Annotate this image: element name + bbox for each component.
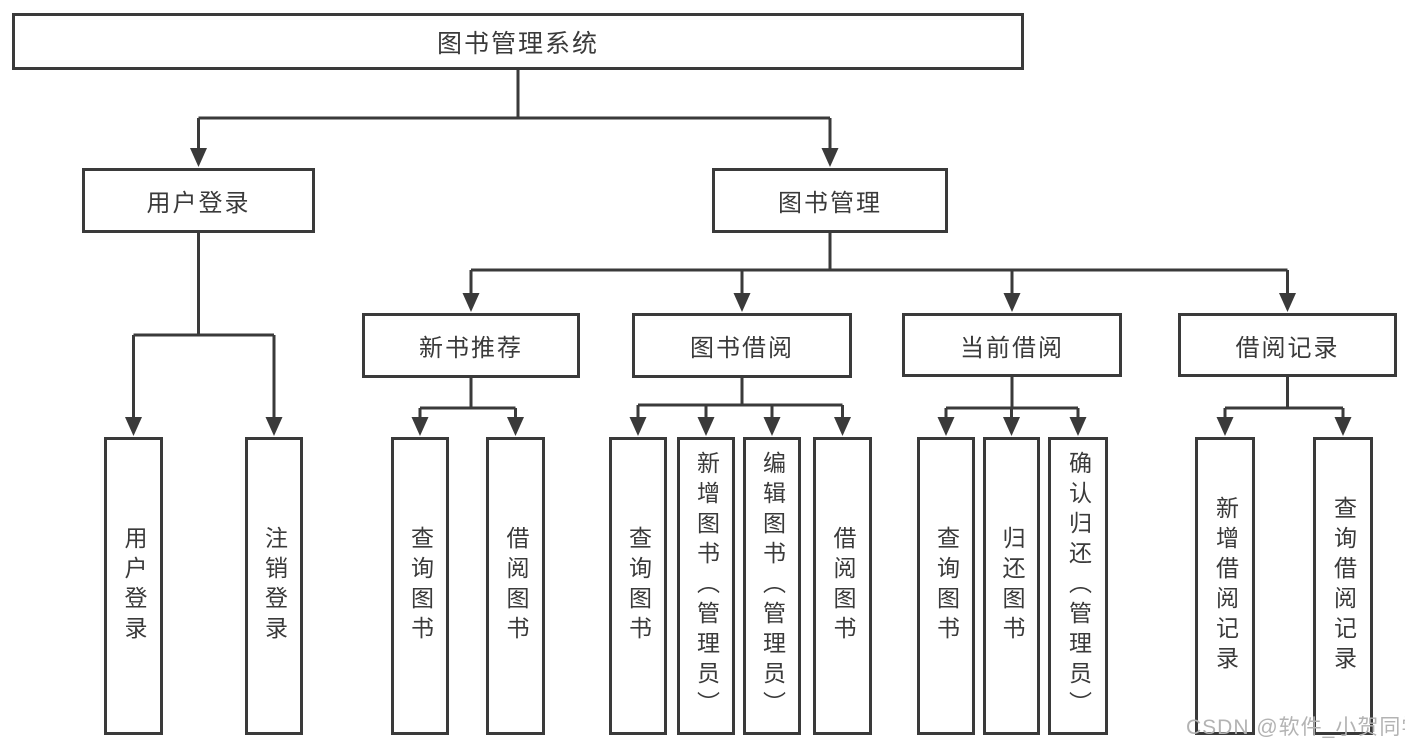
arrowhead-icon (763, 417, 781, 436)
node-label: 当前借阅 (960, 334, 1064, 362)
node-ul-user-login: 用户登录 (104, 437, 163, 735)
node-label: 新增借阅记录 (1212, 496, 1239, 676)
arrowhead-icon (1003, 417, 1020, 436)
node-bb-edit-book: 编辑图书（管理员） (743, 437, 801, 735)
node-label: 查询图书 (933, 526, 960, 646)
arrowhead-icon (265, 417, 283, 436)
node-root: 图书管理系统 (12, 13, 1024, 70)
node-book-borrow: 图书借阅 (632, 313, 852, 378)
arrowhead-icon (937, 417, 955, 436)
node-cb-confirm-return: 确认归还（管理员） (1048, 437, 1108, 735)
watermark-text: CSDN @软件_小贺同学 (1186, 716, 1405, 739)
arrowhead-icon (733, 293, 751, 312)
node-bb-borrow-book: 借阅图书 (813, 437, 872, 735)
arrowhead-icon (462, 293, 480, 312)
node-ul-logout: 注销登录 (245, 437, 303, 735)
arrowhead-icon (190, 148, 207, 167)
node-label: 借阅记录 (1235, 334, 1340, 362)
node-label: 归还图书 (999, 526, 1025, 646)
node-label: 查询图书 (407, 526, 434, 646)
arrowhead-icon (821, 148, 839, 167)
arrowhead-icon (1334, 417, 1352, 436)
node-nbr-query-book: 查询图书 (391, 437, 449, 735)
node-book-mgmt: 图书管理 (712, 168, 948, 233)
node-borrow-record: 借阅记录 (1178, 313, 1397, 377)
arrowhead-icon (1216, 417, 1234, 436)
arrowhead-icon (1279, 293, 1296, 312)
node-user-login: 用户登录 (82, 168, 315, 233)
arrowhead-icon (629, 417, 647, 436)
node-label: 新书推荐 (419, 335, 523, 362)
node-label: 图书管理系统 (436, 29, 599, 58)
node-new-book-rec: 新书推荐 (362, 313, 580, 378)
node-br-add-record: 新增借阅记录 (1195, 437, 1255, 735)
node-br-query-record: 查询借阅记录 (1313, 437, 1373, 735)
node-bb-query-book: 查询图书 (609, 437, 667, 735)
node-label: 新增图书（管理员） (693, 451, 720, 721)
node-label: 借阅图书 (503, 526, 529, 646)
node-label: 图书借阅 (690, 335, 794, 362)
node-cb-query-book: 查询图书 (917, 437, 975, 735)
node-bb-add-book: 新增图书（管理员） (677, 437, 735, 735)
arrowhead-icon (411, 417, 429, 436)
node-label: 用户登录 (146, 190, 251, 217)
node-label: 用户登录 (121, 526, 147, 646)
node-label: 图书管理 (778, 190, 882, 217)
arrowhead-icon (507, 417, 524, 436)
node-label: 查询图书 (625, 526, 652, 646)
node-label: 编辑图书（管理员） (759, 451, 786, 721)
arrowhead-icon (1003, 293, 1021, 312)
node-label: 注销登录 (261, 526, 288, 646)
node-label: 查询借阅记录 (1330, 496, 1357, 676)
node-nbr-borrow-book: 借阅图书 (486, 437, 545, 735)
arrowhead-icon (1069, 417, 1087, 436)
node-label: 确认归还（管理员） (1065, 451, 1092, 721)
node-cb-return-book: 归还图书 (983, 437, 1040, 735)
connector-lines (132, 70, 1345, 423)
arrowhead-icon (834, 417, 851, 436)
node-label: 借阅图书 (830, 526, 856, 646)
node-current-borrow: 当前借阅 (902, 313, 1122, 377)
arrowhead-icon (125, 417, 142, 436)
arrowhead-icon (697, 417, 715, 436)
